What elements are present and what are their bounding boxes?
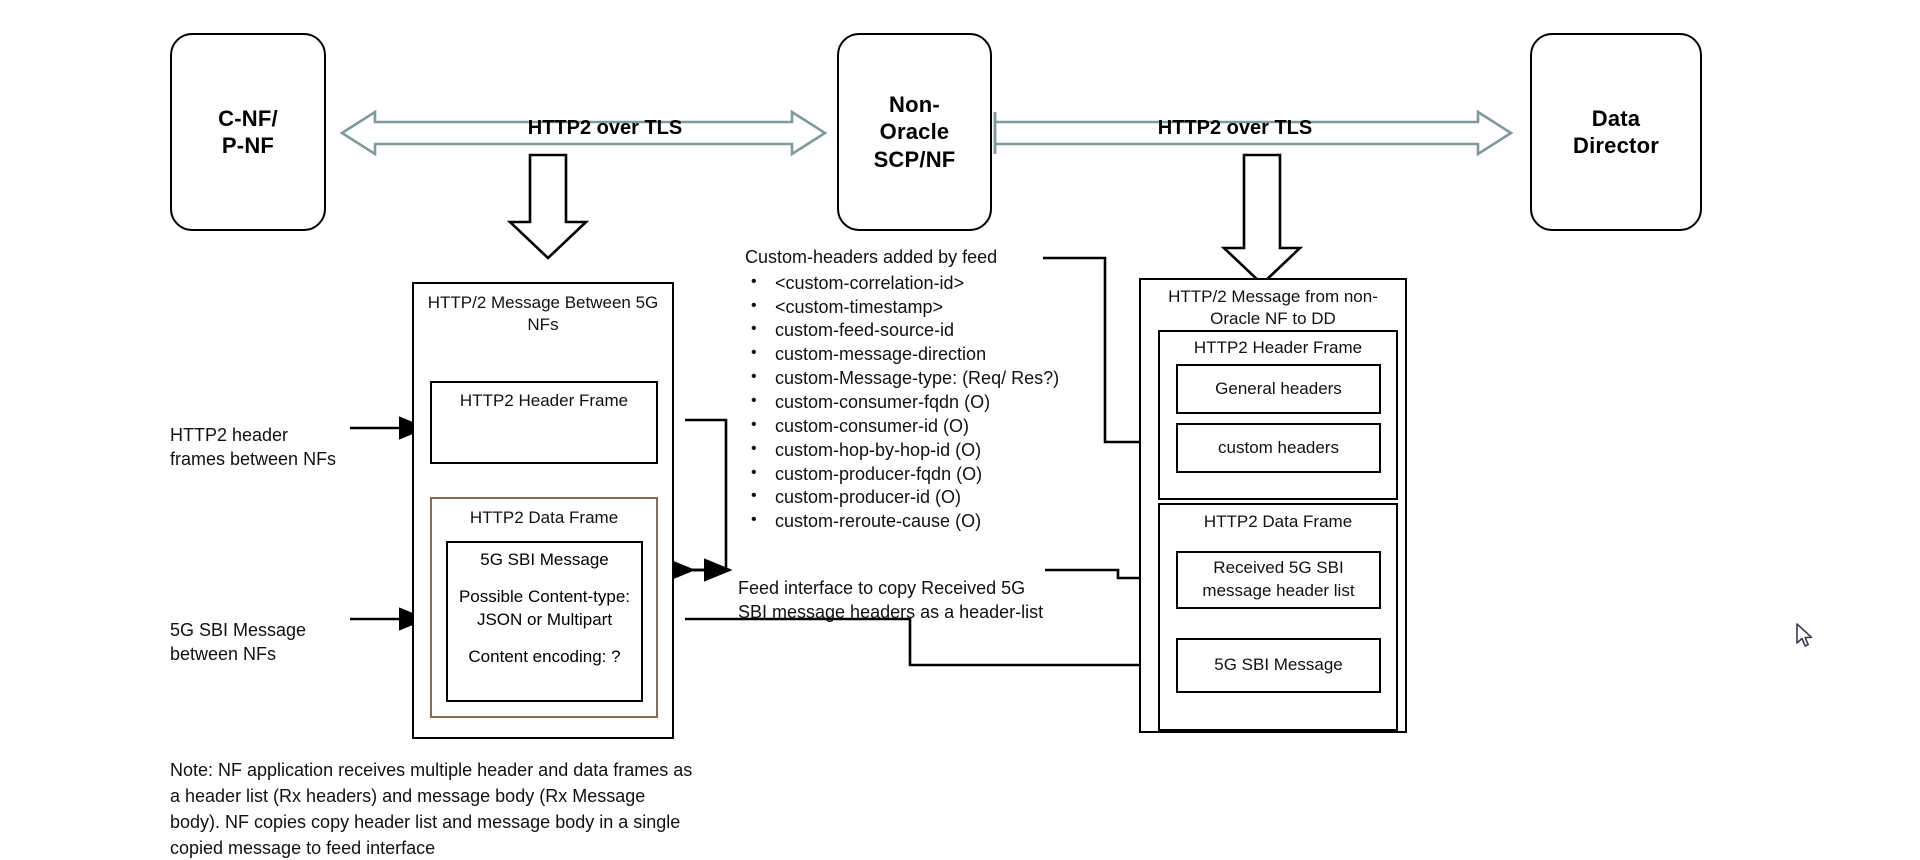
connector-sbi-to-sbi <box>685 617 1171 677</box>
bottom-note: Note: NF application receives multiple h… <box>170 757 695 860</box>
annotation-http2-header-frames-text: HTTP2 header frames between NFs <box>170 424 337 469</box>
custom-headers-title: Custom-headers added by feed <box>745 247 998 267</box>
node-non-oracle-scp-nf-label: Non- Oracle SCP/NF <box>873 91 956 172</box>
custom-header-item: custom-consumer-fqdn (O) <box>745 390 1075 415</box>
node-cnf-pnf-label: C-NF/ P-NF <box>218 105 278 159</box>
bottom-note-text: Note: NF application receives multiple h… <box>170 760 693 859</box>
right-general-headers-box[interactable]: General headers <box>1176 364 1381 414</box>
right-http2-data-frame[interactable] <box>1158 503 1398 731</box>
custom-header-item: custom-producer-fqdn (O) <box>745 462 1075 487</box>
right-http2-header-frame-text: HTTP2 Header Frame <box>1193 338 1363 357</box>
right-received-header-list-text: Received 5G SBI message header list <box>1202 558 1355 600</box>
annotation-5g-sbi-between-nfs-text: 5G SBI Message between NFs <box>170 619 307 664</box>
link-label-right: HTTP2 over TLS <box>1010 117 1460 140</box>
node-cnf-pnf[interactable]: C-NF/ P-NF <box>170 33 326 231</box>
custom-header-item: <custom-timestamp> <box>745 295 1075 320</box>
down-arrow-right <box>1220 153 1304 286</box>
left-5g-sbi-encoding: Content encoding: ? <box>468 646 621 666</box>
left-http2-data-frame-title: HTTP2 Data Frame <box>430 507 658 529</box>
node-non-oracle-scp-nf[interactable]: Non- Oracle SCP/NF <box>837 33 992 231</box>
custom-header-item: custom-reroute-cause (O) <box>745 509 1075 534</box>
left-http2-header-frame[interactable] <box>430 381 658 464</box>
link-arrow-left <box>339 109 828 157</box>
custom-headers-list: <custom-correlation-id><custom-timestamp… <box>745 271 1075 534</box>
right-custom-headers-box[interactable]: custom headers <box>1176 423 1381 473</box>
custom-header-item: custom-hop-by-hop-id (O) <box>745 438 1075 463</box>
connector-customheaders-to-box <box>1043 256 1171 454</box>
right-http2-data-frame-text: HTTP2 Data Frame <box>1203 512 1353 531</box>
node-data-director[interactable]: Data Director <box>1530 33 1702 231</box>
right-http2-message-title: HTTP/2 Message from non-Oracle NF to DD <box>1146 286 1400 330</box>
link-arrow-right <box>993 109 1514 157</box>
right-http2-data-frame-title: HTTP2 Data Frame <box>1158 511 1398 533</box>
left-5g-sbi-message-title: 5G SBI Message <box>480 550 609 569</box>
right-5g-sbi-message-text: 5G SBI Message <box>1214 655 1343 675</box>
left-http2-message-title-text: HTTP/2 Message Between 5G NFs <box>427 293 659 335</box>
custom-headers-block: Custom-headers added by feed <custom-cor… <box>745 246 1075 534</box>
left-5g-sbi-message-box[interactable] <box>446 541 643 702</box>
left-http2-data-frame-text: HTTP2 Data Frame <box>469 508 619 527</box>
connector-header-to-feed <box>667 418 728 582</box>
custom-header-item: custom-message-direction <box>745 342 1075 367</box>
link-label-left-text: HTTP2 over TLS <box>527 117 683 139</box>
custom-header-item: custom-Message-type: (Req/ Res?) <box>745 366 1075 391</box>
annotation-feed-interface: Feed interface to copy Received 5G SBI m… <box>738 553 1048 624</box>
right-http2-message-title-text: HTTP/2 Message from non-Oracle NF to DD <box>1168 287 1378 329</box>
right-received-header-list-box[interactable]: Received 5G SBI message header list <box>1176 551 1381 609</box>
custom-header-item: <custom-correlation-id> <box>745 271 1075 296</box>
right-http2-header-frame-title: HTTP2 Header Frame <box>1158 337 1398 359</box>
custom-header-item: custom-producer-id (O) <box>745 485 1075 510</box>
node-data-director-label: Data Director <box>1573 105 1659 159</box>
left-http2-header-frame-title: HTTP2 Header Frame <box>430 390 658 412</box>
left-http2-header-frame-text: HTTP2 Header Frame <box>459 391 629 410</box>
mouse-cursor <box>1795 623 1817 649</box>
left-5g-sbi-message-content: 5G SBI Message Possible Content-type: JS… <box>446 549 643 669</box>
link-label-right-text: HTTP2 over TLS <box>1157 117 1313 139</box>
left-http2-message-title: HTTP/2 Message Between 5G NFs <box>420 292 666 336</box>
annotation-http2-header-frames: HTTP2 header frames between NFs <box>170 400 375 471</box>
annotation-5g-sbi-between-nfs: 5G SBI Message between NFs <box>170 595 375 666</box>
custom-header-item: custom-feed-source-id <box>745 318 1075 343</box>
left-5g-sbi-content-type: Possible Content-type: JSON or Multipart <box>458 586 631 629</box>
custom-header-item: custom-consumer-id (O) <box>745 414 1075 439</box>
down-arrow-left <box>506 153 590 260</box>
link-label-left: HTTP2 over TLS <box>440 117 770 140</box>
right-general-headers-text: General headers <box>1215 378 1342 398</box>
right-5g-sbi-message-box[interactable]: 5G SBI Message <box>1176 638 1381 693</box>
annotation-feed-interface-text: Feed interface to copy Received 5G SBI m… <box>738 577 1044 622</box>
right-custom-headers-text: custom headers <box>1218 437 1339 457</box>
